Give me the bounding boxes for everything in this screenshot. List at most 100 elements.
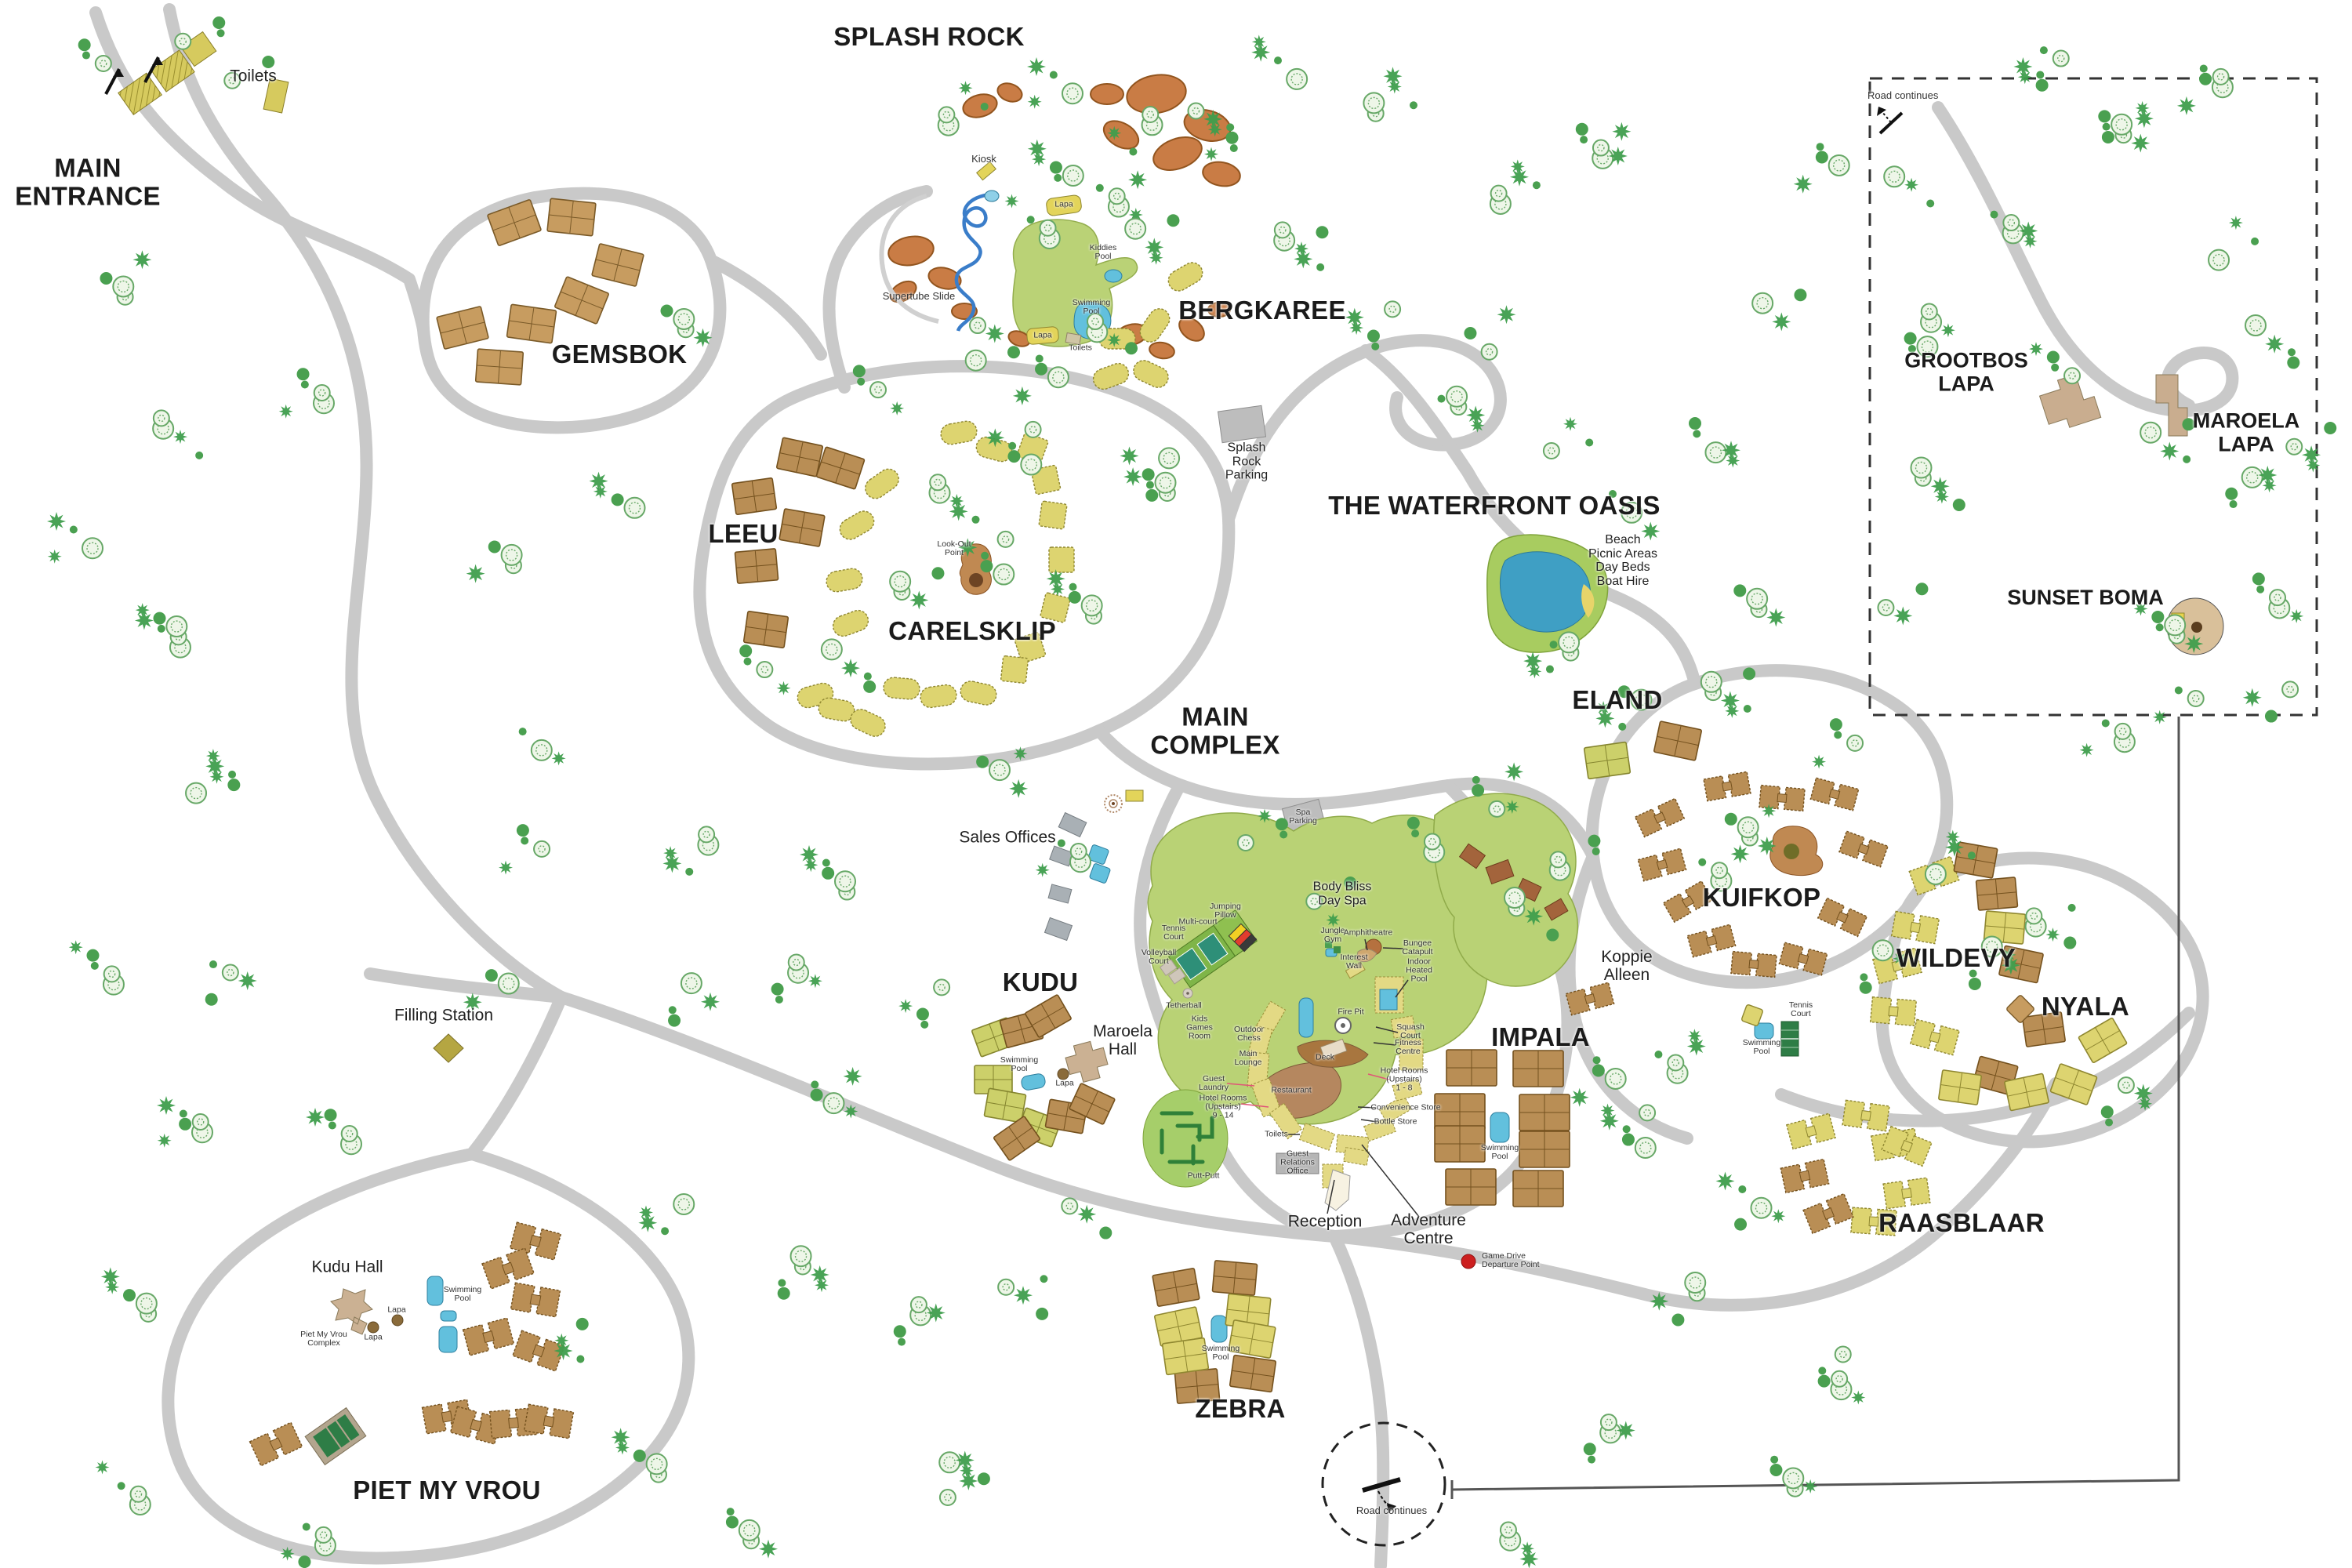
tree-icon (738, 1519, 760, 1541)
tree-icon (1846, 734, 1864, 752)
shrub-icon (153, 612, 166, 625)
tree-icon (221, 964, 239, 982)
impala-pool (1490, 1112, 1510, 1143)
shrub-icon (576, 1355, 585, 1363)
chalet-block (249, 1421, 303, 1467)
shrub-icon (1834, 731, 1842, 739)
bush-icon (909, 590, 929, 610)
bush-icon (2133, 1083, 2153, 1103)
shrub-icon (2102, 122, 2111, 131)
shrub-icon (2101, 130, 2114, 143)
maroela-hall-building (1065, 1040, 1109, 1083)
bush-icon (2019, 221, 2038, 241)
bush-icon (1793, 174, 1813, 194)
bush-icon (2242, 688, 2262, 707)
bush-icon (1726, 453, 1740, 468)
shrub-icon (1583, 1443, 1596, 1456)
bush-icon (638, 1213, 658, 1232)
koppie-pool (1754, 1022, 1774, 1040)
bush-icon (209, 769, 224, 784)
bush-icon (2131, 133, 2151, 153)
shrub-icon (1410, 101, 1417, 110)
bush-icon (2138, 1096, 2153, 1111)
shrub-icon (179, 1117, 192, 1131)
bush-icon (1326, 913, 1341, 927)
shrub-icon (771, 982, 784, 996)
shrub-icon (1698, 858, 1707, 866)
shrub-icon (1743, 705, 1751, 713)
bush-icon (1650, 1291, 1669, 1311)
tree-icon (1667, 1054, 1685, 1072)
bush-icon (2134, 109, 2154, 129)
bush-icon (1563, 416, 1577, 431)
shrub-icon (916, 1007, 929, 1021)
chalet-block (1869, 996, 1918, 1027)
tree-icon (1384, 300, 1402, 318)
bush-icon (1595, 709, 1615, 728)
splash-rocks-layer (887, 74, 1241, 360)
tree-icon (2052, 49, 2070, 67)
shrub-icon (1026, 216, 1035, 224)
shrub-icon (1049, 161, 1062, 174)
bush-icon (1387, 79, 1402, 94)
bush-icon (2002, 947, 2016, 962)
chalet-block (1228, 1319, 1276, 1359)
rock-icon (996, 82, 1023, 103)
shrub-icon (1049, 71, 1058, 79)
chalet-block (1975, 877, 2019, 911)
bush-icon (1251, 42, 1271, 62)
hotel-pointer-lines (1226, 1073, 1390, 1108)
shrub-icon (668, 1006, 677, 1014)
bush-icon (1570, 1087, 1589, 1107)
bush-icon (1128, 170, 1148, 190)
bush-icon (466, 564, 485, 583)
tree-icon (1877, 599, 1895, 616)
shrub-icon (778, 1279, 786, 1287)
chalet-block (1519, 1131, 1570, 1168)
tree-icon (969, 317, 986, 335)
chalet-block (734, 548, 779, 584)
inset-boundary (1868, 77, 2318, 717)
tree-icon (533, 840, 551, 858)
tree-icon (2187, 689, 2205, 707)
bush-icon (1812, 754, 1827, 769)
chalet-block (1154, 1306, 1203, 1347)
tree-icon (1542, 441, 1560, 459)
chalet-block (775, 437, 824, 477)
bush-icon (47, 512, 66, 531)
tree-icon (1047, 366, 1069, 389)
tree-icon (1549, 851, 1567, 869)
shrub-icon (179, 1109, 187, 1118)
pmv-pools (426, 1276, 458, 1353)
splash-toilets-building (1065, 332, 1082, 346)
chalet-block (2006, 995, 2034, 1023)
chalet-block (832, 609, 869, 637)
chalet-block (742, 611, 789, 648)
interest-wall-icon (1345, 961, 1366, 979)
chalet-block (2078, 1017, 2128, 1064)
shrub-icon (90, 961, 99, 970)
shrub-icon (1142, 468, 1155, 481)
bush-icon (2160, 441, 2180, 461)
chalet-block (1434, 1125, 1486, 1163)
chalet-block (815, 446, 866, 490)
bush-icon (1771, 1209, 1786, 1224)
shrub-icon (2199, 64, 2208, 73)
chalet-block (920, 684, 957, 709)
shrub-icon (1035, 354, 1044, 363)
entrance-toilets-building (263, 78, 289, 114)
bush-icon (2135, 100, 2150, 115)
chalet-block (1909, 1018, 1961, 1056)
tree-icon (1142, 106, 1160, 123)
pmv-tennis-court (304, 1406, 367, 1466)
bush-icon (1107, 125, 1122, 140)
bush-icon (173, 430, 187, 445)
tree-icon (1883, 165, 1906, 188)
tree-icon (1711, 862, 1729, 880)
bush-icon (1204, 147, 1218, 162)
shrub-icon (1437, 394, 1446, 403)
tree-icon (2245, 314, 2267, 337)
bush-icon (2017, 70, 2032, 85)
bush-icon (1251, 34, 1266, 49)
shrub-icon (2183, 455, 2191, 463)
